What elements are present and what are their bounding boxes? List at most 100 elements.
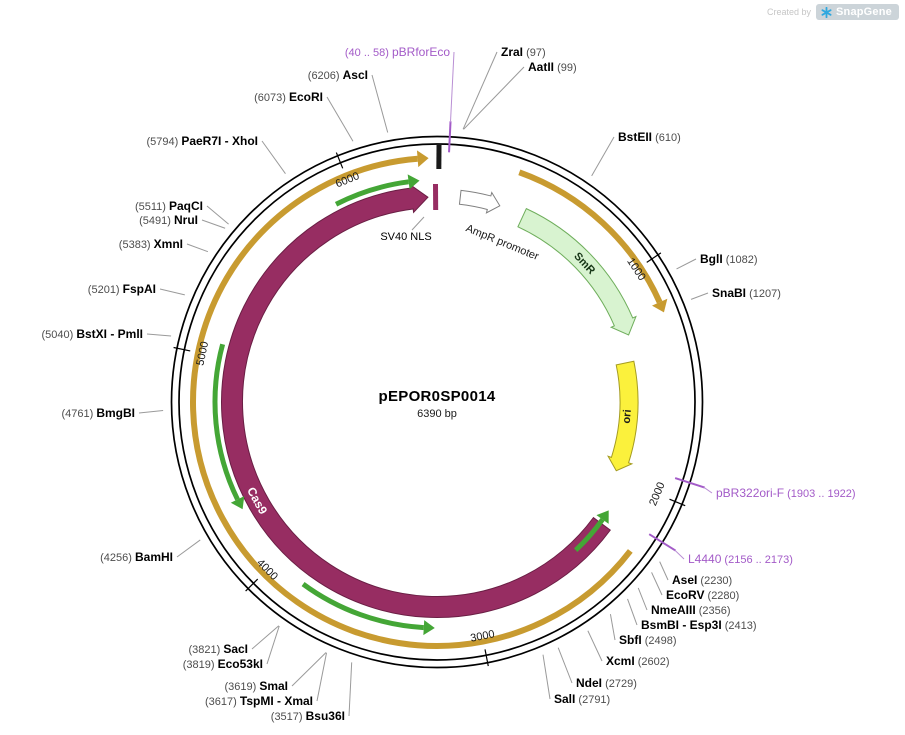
leader-asci: [371, 74, 389, 133]
primer-site-tick-pbrforeco: [448, 121, 452, 153]
feature-ampr-promoter[interactable]: [458, 189, 501, 214]
site-label-asci[interactable]: (6206) AscI: [308, 68, 368, 82]
site-label-pbr322ori-f[interactable]: pBR322ori-F (1903 .. 1922): [716, 486, 856, 500]
leader-sali: [542, 654, 551, 700]
scale-tick-3000: [484, 649, 489, 667]
construct-arc-right[interactable]: [518, 169, 663, 304]
leader-bstxi-pmli: [146, 333, 172, 337]
construct-arc-left[interactable]: [190, 155, 633, 649]
leader-smai: [291, 652, 327, 687]
leader-bgli: [676, 258, 697, 270]
marker-label-sv40-nls: SV40 NLS: [380, 231, 431, 243]
backbone-circle-1: [170, 135, 704, 669]
construct-arc-right-head: [652, 298, 668, 313]
leader-aatii: [463, 66, 525, 130]
plasmid-title-block: pEPOR0SP0014 6390 bp: [379, 388, 496, 420]
scale-label-6000: 6000: [334, 170, 361, 190]
leader-pbr322ori-f: [703, 486, 713, 494]
watermark: Created by SnapGene: [767, 4, 899, 20]
site-label-ndei[interactable]: NdeI (2729): [576, 676, 637, 690]
site-label-tspmi-xmai[interactable]: (3617) TspMI - XmaI: [205, 694, 313, 708]
leader-bmgbi: [138, 409, 164, 414]
watermark-brand: SnapGene: [835, 6, 892, 18]
site-label-nrui[interactable]: (5491) NruI: [139, 213, 198, 227]
leader-bsmbi-esp3i: [627, 598, 638, 626]
orf-arrow-4-head: [596, 510, 609, 524]
site-label-saci[interactable]: (3821) SacI: [188, 642, 248, 656]
leader-l4440: [674, 549, 685, 560]
site-label-l4440[interactable]: L4440 (2156 .. 2173): [688, 552, 793, 566]
orf-arrow-1[interactable]: [334, 179, 409, 207]
site-label-paqci[interactable]: (5511) PaqCI: [135, 199, 203, 213]
site-label-pbrforeco[interactable]: (40 .. 58) pBRforEco: [345, 45, 450, 59]
scale-tick-1000: [646, 252, 662, 263]
orf-arrow-3-head: [423, 620, 435, 636]
site-label-aatii[interactable]: AatII (99): [528, 60, 577, 74]
leader-ecori: [326, 96, 354, 142]
leader-sbfi: [609, 614, 616, 641]
scale-tick-4000: [245, 578, 259, 592]
site-label-sbfi[interactable]: SbfI (2498): [619, 633, 677, 647]
leader-xcmi: [587, 630, 603, 662]
feature-ori[interactable]: [607, 360, 639, 472]
orf-arrow-4[interactable]: [573, 518, 605, 553]
scale-label-5000: 5000: [195, 340, 212, 366]
construct-arc-left-head: [416, 150, 429, 168]
site-label-paer7i-xhoi[interactable]: (5794) PaeR7I - XhoI: [146, 134, 258, 148]
scale-tick-2000: [669, 498, 686, 507]
site-label-bamhi[interactable]: (4256) BamHI: [100, 550, 173, 564]
scale-tick-5000: [173, 346, 191, 352]
leader-nmeaiii: [637, 587, 648, 611]
site-label-bsteii[interactable]: BstEII (610): [618, 130, 681, 144]
scale-label-2000: 2000: [647, 480, 668, 507]
site-label-eco53ki[interactable]: (3819) Eco53kI: [183, 657, 263, 671]
site-label-xcmi[interactable]: XcmI (2602): [606, 654, 670, 668]
leader-saci: [251, 625, 280, 650]
site-label-bmgbi[interactable]: (4761) BmgBI: [61, 406, 135, 420]
leader-sv40-nls: [411, 216, 425, 231]
site-label-xmni[interactable]: (5383) XmnI: [119, 237, 183, 251]
plasmid-size: 6390 bp: [417, 408, 457, 420]
feature-smr[interactable]: [517, 207, 637, 336]
leader-ndei: [557, 647, 573, 684]
leader-bsteii: [591, 136, 615, 177]
primer-site-tick-pbr322ori-f: [674, 477, 705, 489]
site-label-bsmbi-esp3i[interactable]: BsmBI - Esp3I (2413): [641, 618, 757, 632]
leader-zrai: [462, 51, 498, 130]
leader-nrui: [201, 219, 226, 229]
orf-arrow-2-head: [230, 496, 245, 510]
leader-xmni: [186, 243, 209, 253]
scale-tick-6000: [335, 152, 344, 169]
watermark-created-by: Created by: [766, 7, 811, 17]
primer-site-tick-l4440: [648, 533, 677, 552]
site-label-ecorv[interactable]: EcoRV (2280): [666, 588, 739, 602]
watermark-badge: SnapGene: [815, 4, 899, 20]
orf-arrow-1-head: [407, 174, 420, 190]
leader-paqci: [206, 205, 229, 225]
site-label-snabi[interactable]: SnaBI (1207): [712, 286, 781, 300]
site-label-zrai[interactable]: ZraI (97): [501, 45, 546, 59]
site-label-asei[interactable]: AseI (2230): [672, 573, 732, 587]
snapgene-logo-icon: [821, 6, 832, 18]
site-label-bstxi-pmli[interactable]: (5040) BstXI - PmlI: [41, 327, 143, 341]
site-label-bgli[interactable]: BglI (1082): [700, 252, 758, 266]
leader-asei: [659, 561, 669, 581]
feature-label-ori: ori: [621, 409, 634, 424]
site-label-fspai[interactable]: (5201) FspAI: [88, 282, 156, 296]
plasmid-name: pEPOR0SP0014: [378, 388, 496, 405]
site-label-nmeaiii[interactable]: NmeAIII (2356): [651, 603, 731, 617]
site-label-sali[interactable]: SalI (2791): [554, 692, 610, 706]
leader-ecorv: [651, 572, 663, 596]
leader-bamhi: [176, 539, 201, 558]
orf-arrow-2[interactable]: [212, 343, 240, 501]
scale-label-3000: 3000: [469, 628, 495, 644]
leader-paer7i-xhoi: [261, 140, 286, 175]
leader-pbrforeco: [449, 51, 455, 123]
site-label-smai[interactable]: (3619) SmaI: [224, 679, 288, 693]
orf-arrow-3[interactable]: [301, 582, 424, 631]
site-label-bsu36i[interactable]: (3517) Bsu36I: [271, 709, 345, 723]
leader-fspai: [159, 288, 185, 296]
site-label-ecori[interactable]: (6073) EcoRI: [254, 90, 323, 104]
leader-bsu36i: [348, 662, 353, 717]
